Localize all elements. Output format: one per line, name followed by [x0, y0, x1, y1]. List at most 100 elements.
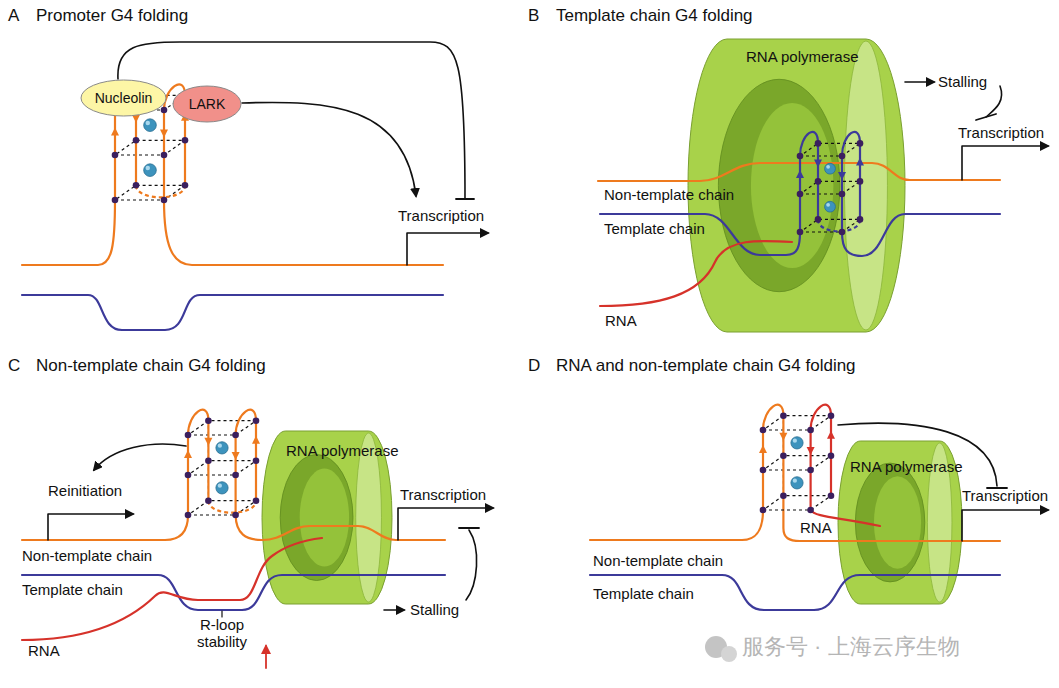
strand-label: Non-template chain [604, 186, 734, 203]
cylinder-opening [718, 79, 840, 291]
process-label: Transcription [958, 124, 1044, 141]
transcription-arrow [962, 510, 1048, 541]
sphere-highlight [793, 479, 797, 483]
inhibition-bar [459, 527, 479, 529]
guanine-dot [182, 137, 189, 144]
panel-title: Template chain G4 folding [556, 6, 753, 26]
guanine-dot [760, 507, 767, 514]
panel-letter: C [8, 356, 20, 376]
node-text: RNA polymerase [850, 458, 963, 475]
strand-direction [160, 130, 168, 138]
watermark-icon [721, 646, 737, 662]
guanine-dot [839, 153, 846, 160]
guanine-dot [780, 452, 787, 459]
guanine-dot [797, 153, 804, 160]
process-label: Transcription [400, 486, 486, 503]
guanine-dot [760, 427, 767, 434]
sphere-highlight [218, 484, 222, 488]
guanine-dot [185, 512, 192, 519]
cylinder-inner-wall [300, 469, 349, 567]
guanine-dot [839, 229, 846, 236]
guanine-dot [205, 417, 212, 424]
g4-loop [188, 410, 208, 435]
guanine-dot [807, 467, 814, 474]
panel-title: Non-template chain G4 folding [36, 356, 266, 376]
guanine-dot [760, 467, 767, 474]
guanine-dot [797, 229, 804, 236]
cation-sphere [825, 163, 836, 174]
node-text: LARK [172, 96, 242, 112]
tetrad-bond [763, 496, 831, 510]
guanine-dot [828, 412, 835, 419]
sphere-highlight [793, 439, 797, 443]
strand-direction [111, 128, 119, 136]
transcription-arrow [398, 508, 493, 540]
cylinder-shell [838, 441, 962, 604]
guanine-dot [780, 412, 787, 419]
guanine-dot [161, 197, 168, 204]
guanine-dot [797, 191, 804, 198]
tetrad-bond [115, 140, 185, 155]
transcription-arrow [407, 233, 488, 265]
tetrad-bond [763, 416, 831, 430]
panel-letter: B [528, 6, 539, 26]
guanine-dot [161, 152, 168, 159]
non-template-strand [22, 200, 115, 265]
strand-direction [779, 433, 787, 441]
watermark: 服务号 · 上海云序生物 [742, 634, 960, 659]
guanine-dot [857, 178, 864, 185]
guanine-dot [828, 492, 835, 499]
inhibition-bar [456, 198, 474, 200]
panel-title: RNA and non-template chain G4 folding [556, 356, 856, 376]
guanine-dot [815, 216, 822, 223]
cylinder-inner-wall [751, 103, 833, 268]
activation-arrow [242, 102, 416, 196]
tetrad-bond [188, 421, 256, 435]
g-quadruplex [184, 410, 260, 519]
cation-sphere [144, 119, 157, 132]
g4-loop [208, 501, 256, 513]
cation-sphere [791, 477, 803, 489]
repression-line [466, 530, 477, 600]
strand-label: RNA [605, 312, 637, 329]
process-label: Transcription [962, 487, 1048, 504]
panel-title: Promoter G4 folding [36, 6, 188, 26]
guanine-dot [807, 507, 814, 514]
guanine-dot [253, 497, 260, 504]
strand-direction [827, 431, 835, 439]
strand-label: Non-template chain [22, 547, 152, 564]
sphere-highlight [826, 203, 830, 207]
cylinder-shell [688, 39, 905, 332]
guanine-dot [815, 178, 822, 185]
cylinder-opening [280, 455, 353, 581]
strand-direction [759, 445, 767, 453]
strand-label: Non-template chain [593, 552, 723, 569]
cylinder-inner-wall [874, 476, 921, 568]
guanine-dot [253, 457, 260, 464]
panel-letter: A [8, 6, 19, 26]
node-text: RNA polymerase [746, 48, 859, 65]
strand-label: Template chain [22, 581, 123, 598]
reinitiation-arrow [94, 444, 186, 470]
guanine-dot [205, 457, 212, 464]
stalling-arrow [905, 81, 934, 83]
process-label: R-loop stability [186, 616, 258, 651]
sphere-highlight [146, 166, 150, 170]
tetrad-bond [115, 185, 185, 200]
sphere-highlight [826, 165, 830, 169]
guanine-dot [112, 197, 119, 204]
guanine-dot [828, 452, 835, 459]
process-label: Reinitiation [48, 482, 122, 499]
strand-label: RNA [28, 642, 60, 659]
cation-sphere [791, 437, 803, 449]
cation-sphere [144, 164, 157, 177]
template-strand [22, 295, 443, 330]
g4-loop [763, 405, 783, 430]
cation-sphere [216, 442, 228, 454]
protein-ellipse: LARK [172, 85, 242, 123]
guanine-dot [205, 497, 212, 504]
guanine-dot [857, 140, 864, 147]
repression-line [986, 86, 1002, 117]
node-text: RNA polymerase [286, 442, 399, 459]
cation-sphere [216, 482, 228, 494]
